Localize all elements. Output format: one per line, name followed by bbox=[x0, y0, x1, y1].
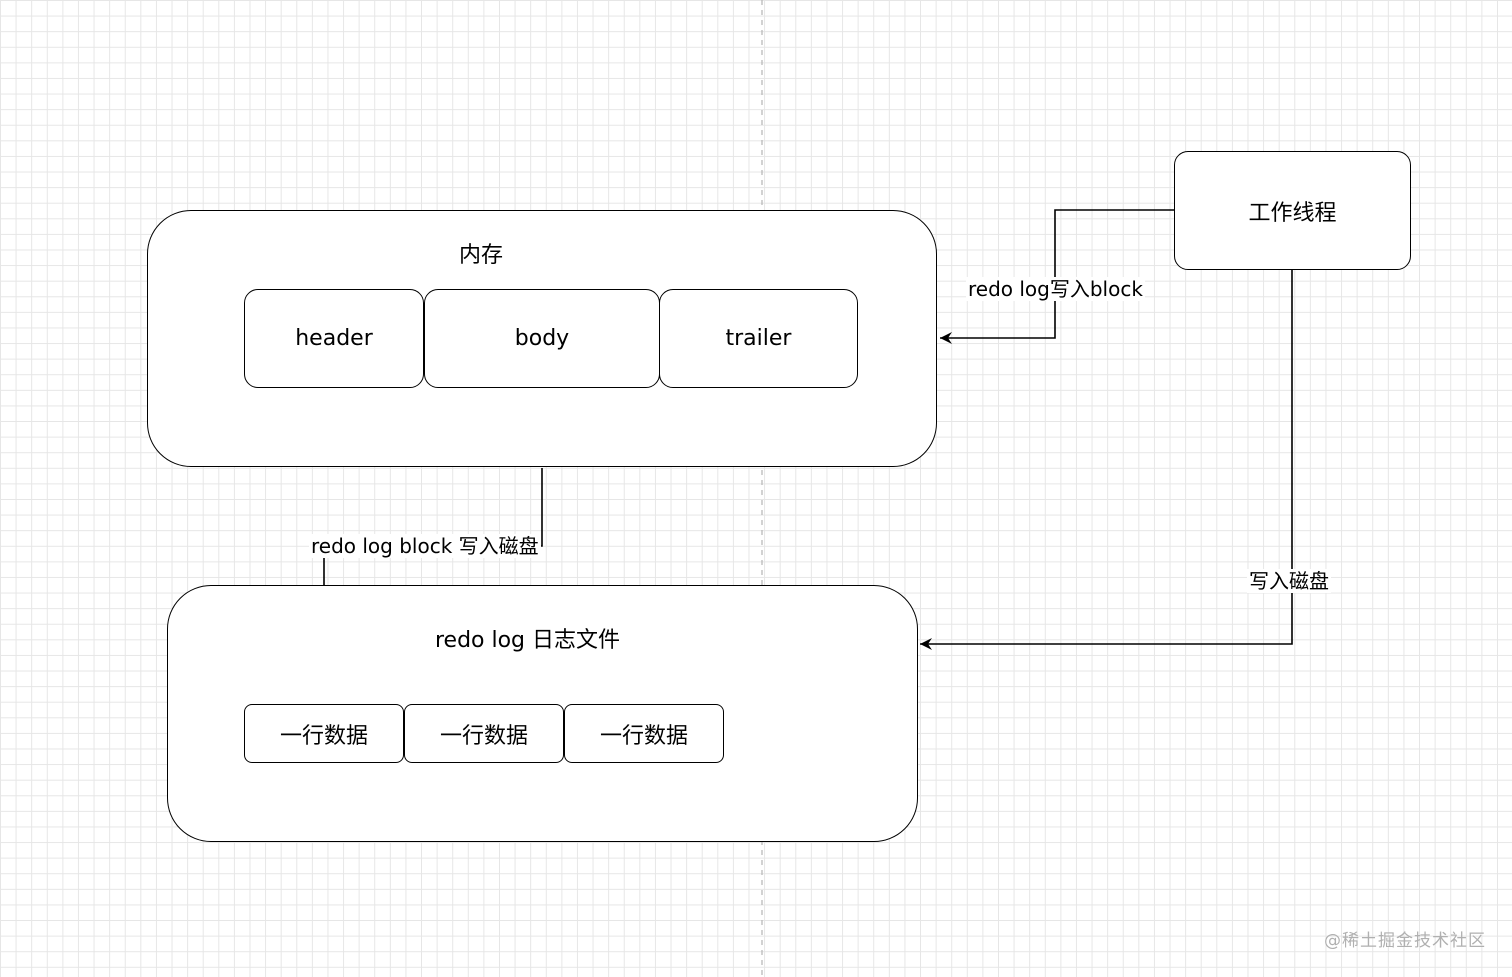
memory-cell-header: header bbox=[244, 289, 424, 388]
data-row-label: 一行数据 bbox=[439, 723, 528, 749]
worker-thread-label: 工作线程 bbox=[1248, 200, 1337, 226]
data-row-cell: 一行数据 bbox=[404, 704, 564, 763]
edge-label-worker-to-file: 写入磁盘 bbox=[1247, 569, 1331, 593]
data-row-label: 一行数据 bbox=[279, 723, 368, 749]
edge-label-worker-to-memory: redo log写入block bbox=[966, 277, 1145, 301]
redo-log-file-title: redo log 日志文件 bbox=[434, 628, 621, 653]
memory-cell-label: body bbox=[514, 326, 570, 351]
edge-worker-to-file bbox=[920, 270, 1293, 650]
worker-thread-box: 工作线程 bbox=[1174, 151, 1411, 270]
data-row-cell: 一行数据 bbox=[564, 704, 724, 763]
edge-worker-to-memory bbox=[940, 209, 1174, 344]
edge-memory-to-file bbox=[323, 468, 543, 585]
memory-cell-body: body bbox=[424, 289, 660, 388]
watermark-text: @稀土掘金技术社区 bbox=[1324, 931, 1486, 951]
memory-cell-label: trailer bbox=[725, 326, 792, 351]
edge-label-memory-to-file: redo log block 写入磁盘 bbox=[309, 534, 541, 558]
memory-title: 内存 bbox=[458, 243, 503, 268]
memory-cell-label: header bbox=[295, 326, 373, 351]
memory-cell-trailer: trailer bbox=[659, 289, 858, 388]
data-row-label: 一行数据 bbox=[599, 723, 688, 749]
data-row-cell: 一行数据 bbox=[244, 704, 404, 763]
